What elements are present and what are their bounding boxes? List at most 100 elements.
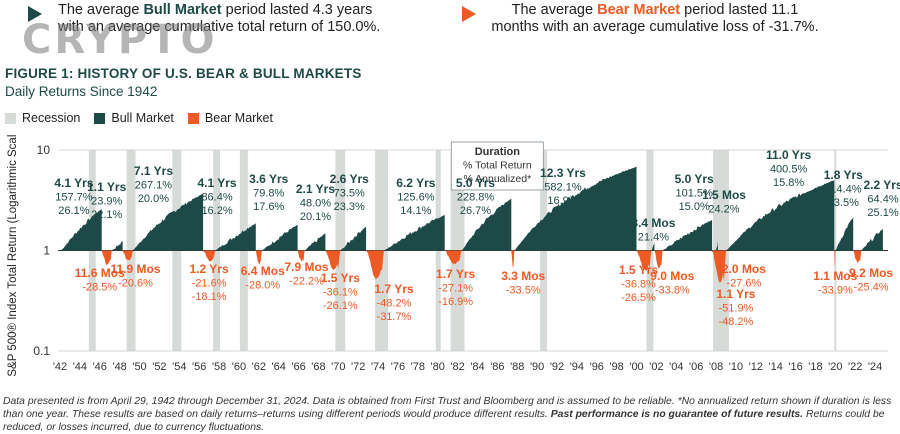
bear-market-label: 11.6 Mos xyxy=(75,266,125,280)
x-tick-label: '22 xyxy=(848,361,862,373)
bull-summary-emphasis: Bull Market xyxy=(143,2,222,18)
bear-market-area xyxy=(101,250,112,266)
legend-swatch-recession xyxy=(5,112,16,124)
bull-market-label: 6.2 Yrs xyxy=(396,176,435,190)
x-tick-label: '66 xyxy=(291,361,305,373)
bear-market-area xyxy=(712,250,726,283)
x-tick-label: '84 xyxy=(470,361,484,373)
bear-market-label: -48.2% xyxy=(718,316,753,328)
bull-market-label: 114.4% xyxy=(825,184,862,196)
bull-summary-pre: The average xyxy=(58,2,144,18)
bear-market-label: 3.3 Mos xyxy=(501,269,545,283)
x-tick-label: '80 xyxy=(431,361,445,373)
bull-market-label: 101.5% xyxy=(676,188,714,200)
x-tick-label: '42 xyxy=(53,361,67,373)
legend-recession: Recession xyxy=(5,111,80,125)
x-tick-label: '92 xyxy=(550,361,564,373)
x-tick-label: '68 xyxy=(311,361,325,373)
bear-market-label: 1.1 Yrs xyxy=(716,287,755,301)
bear-market-area xyxy=(203,250,216,262)
bull-market-label: 267.1% xyxy=(135,180,173,192)
x-tick-label: '48 xyxy=(112,361,126,373)
x-tick-label: '00 xyxy=(629,361,643,373)
bear-market-label: 7.9 Mos xyxy=(284,260,328,274)
bear-market-label: -33.5% xyxy=(506,285,541,297)
x-tick-label: '02 xyxy=(649,361,663,373)
bear-market-area xyxy=(122,250,133,261)
bear-market-label: -16.9% xyxy=(438,296,473,308)
bull-market-label: 24.2% xyxy=(708,204,739,216)
x-tick-label: '04 xyxy=(669,361,683,373)
bull-market-area xyxy=(111,241,123,251)
bull-market-area xyxy=(61,209,102,251)
bear-market-label: 1.5 Yrs xyxy=(321,271,360,285)
bear-market-label: -20.6% xyxy=(118,278,153,290)
bull-market-area xyxy=(861,228,883,251)
bull-market-label: 4.1 Yrs xyxy=(197,176,236,190)
bear-market-label: -27.1% xyxy=(438,283,473,295)
bear-market-area xyxy=(325,250,341,270)
footnote-text-end: Returns could be reduced, or losses incu… xyxy=(3,409,885,433)
bull-market-label: 15.8% xyxy=(773,177,804,189)
footnote-text: Data presented is from April 29, 1942 th… xyxy=(3,396,892,420)
legend-swatch-bull xyxy=(94,112,106,124)
x-tick-label: '72 xyxy=(351,361,365,373)
bear-market-area xyxy=(297,250,305,262)
bull-market-label: 3.6 Yrs xyxy=(249,172,288,186)
bull-summary: The average Bull Market period lasted 4.… xyxy=(58,2,398,36)
bull-market-label: 23.3% xyxy=(334,201,365,213)
x-tick-label: '44 xyxy=(73,361,87,373)
bull-market-label: 1.8 Yrs xyxy=(824,168,863,182)
bear-market-label: -26.1% xyxy=(323,300,358,312)
bull-market-area xyxy=(132,193,204,251)
figure-subtitle: Daily Returns Since 1942 xyxy=(5,84,158,99)
bull-market-label: 4.1 Yrs xyxy=(54,176,93,190)
bear-market-area xyxy=(255,250,262,265)
bear-market-label: -27.6% xyxy=(726,278,761,290)
x-tick-label: '18 xyxy=(808,361,822,373)
bull-market-label: 5.0 Yrs xyxy=(456,176,495,190)
bull-market-label: 26.1% xyxy=(58,205,89,217)
bull-market-label: 26.7% xyxy=(460,205,491,217)
bear-market-label: -33.9% xyxy=(818,285,853,297)
duration-box-line: % Annualized* xyxy=(463,173,531,185)
bear-market-label: -31.7% xyxy=(377,311,412,323)
bear-market-label: -22.2% xyxy=(289,276,324,288)
footnote-bold: Past performance is no guarantee of futu… xyxy=(550,409,804,420)
bear-market-label: -33.8% xyxy=(655,285,690,297)
bull-summary-post: period lasted 4.3 years with an average … xyxy=(58,2,381,35)
bull-market-label: 2.1 Yrs xyxy=(296,182,335,196)
bear-market-label: 1.1 Mos xyxy=(813,269,857,283)
bull-market-area xyxy=(304,233,326,251)
x-tick-label: '70 xyxy=(331,361,345,373)
bear-market-label: 9.0 Mos xyxy=(650,269,694,283)
bear-market-label: 11.9 Mos xyxy=(111,262,161,276)
bull-market-label: 17.6% xyxy=(253,201,284,213)
bull-market-label: 5.0 Yrs xyxy=(675,172,714,186)
x-tick-label: '90 xyxy=(530,361,544,373)
bull-triangle-icon xyxy=(28,6,42,22)
legend-bear: Bear Market xyxy=(187,111,273,125)
bear-market-label: 1.2 Yrs xyxy=(190,262,229,276)
bear-market-label: 1.7 Yrs xyxy=(436,267,475,281)
legend-bull: Bull Market xyxy=(94,111,174,125)
x-tick-label: '94 xyxy=(570,361,584,373)
legend-label-bull: Bull Market xyxy=(111,111,174,125)
bull-market-label: 1.1 Yrs xyxy=(87,180,126,194)
bear-market-label: -51.9% xyxy=(718,303,753,315)
bull-market-area xyxy=(514,166,637,251)
bear-triangle-icon xyxy=(462,6,476,22)
x-tick-label: '46 xyxy=(93,361,107,373)
x-tick-label: '62 xyxy=(252,361,266,373)
bull-market-label: 25.1% xyxy=(867,207,898,219)
x-tick-label: '54 xyxy=(172,361,186,373)
bull-market-label: 11.0 Yrs xyxy=(766,148,811,162)
x-tick-label: '60 xyxy=(232,361,246,373)
legend-label-recession: Recession xyxy=(22,111,81,125)
bear-summary-pre: The average xyxy=(511,2,598,18)
x-tick-label: '12 xyxy=(749,361,763,373)
bull-market-label: 53.5% xyxy=(828,197,859,209)
x-tick-label: '52 xyxy=(152,361,166,373)
bull-market-label: 582.1% xyxy=(544,182,582,194)
